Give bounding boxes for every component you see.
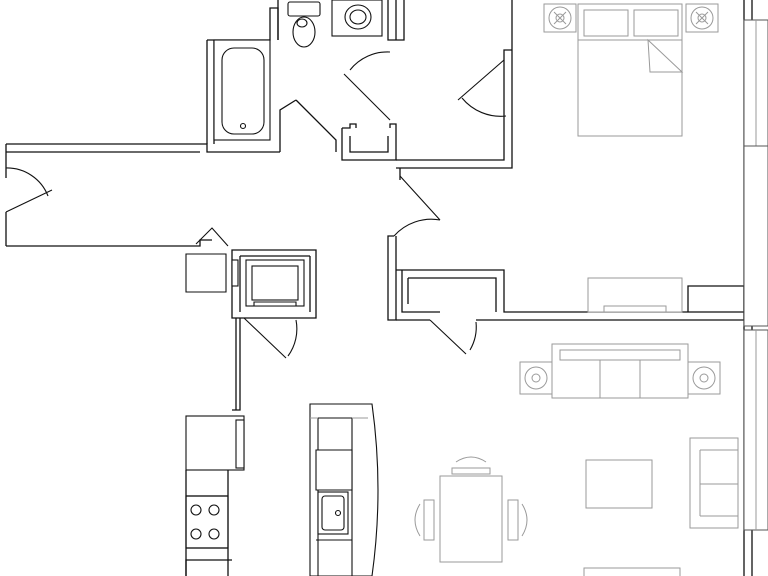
- corridor-top-wall: [6, 143, 280, 153]
- kitchen-bottom-left: [185, 559, 232, 576]
- coffee-table-icon: [585, 459, 653, 509]
- kitchen-fixtures: [185, 259, 379, 576]
- dining-chair-icon: [414, 499, 435, 541]
- bedroom-furniture: [543, 3, 719, 313]
- dresser-icon: [587, 277, 683, 313]
- pantry-door: [185, 227, 229, 293]
- refrigerator-icon: [185, 415, 245, 471]
- hall-right-wall: [387, 168, 401, 321]
- hall-angled-wall: [279, 99, 337, 152]
- utility-walls-inner: [239, 255, 311, 312]
- armchair-icon: [689, 437, 739, 529]
- bathroom-sink-icon: [331, 0, 383, 37]
- end-table-lamp-icon: [519, 361, 553, 395]
- bedroom-divider-wall: [396, 0, 513, 169]
- dining-chair-icon: [507, 499, 528, 541]
- utility-walls: [231, 249, 317, 319]
- pantry-door-jamb: [231, 259, 239, 287]
- living-furniture: [414, 343, 739, 576]
- bathroom-left-wall: [206, 40, 215, 144]
- bedroom-closet-right: [687, 285, 745, 312]
- nightstand-lamp-icon: [543, 3, 577, 33]
- bathroom-fixtures: [213, 0, 383, 141]
- windows: [743, 19, 768, 531]
- bedroom-closet: [401, 270, 497, 313]
- bathtub-icon: [213, 39, 271, 141]
- dining-table-icon: [439, 475, 503, 563]
- bathroom-right-wall: [387, 0, 405, 41]
- corridor-bottom-wall: [6, 239, 212, 247]
- closet-walls: [341, 123, 397, 161]
- bathroom-top-wall: [207, 7, 279, 41]
- kitchen-left-wall: [232, 318, 241, 411]
- sofa-icon: [551, 343, 689, 399]
- hall-door: [393, 175, 441, 237]
- kitchen-sink-icon: [317, 491, 349, 535]
- doors: [5, 51, 507, 359]
- washer-dryer-icon: [245, 259, 305, 307]
- entry-door: [5, 167, 53, 213]
- bedroom-door: [457, 59, 507, 117]
- bed-icon: [577, 3, 684, 137]
- utility-door: [243, 317, 298, 359]
- rug-edge: [583, 567, 681, 576]
- bedroom-window-2: [743, 145, 768, 327]
- toilet-icon: [287, 1, 321, 48]
- dining-chair-icon: [451, 456, 491, 475]
- kitchen-island: [309, 403, 379, 576]
- closet-door: [429, 319, 477, 355]
- end-table-lamp-icon: [687, 361, 721, 395]
- kitchen-counter-left: [185, 470, 229, 576]
- nightstand-lamp-icon: [685, 3, 719, 33]
- bathroom-door: [343, 51, 391, 121]
- stove-icon: [185, 495, 229, 549]
